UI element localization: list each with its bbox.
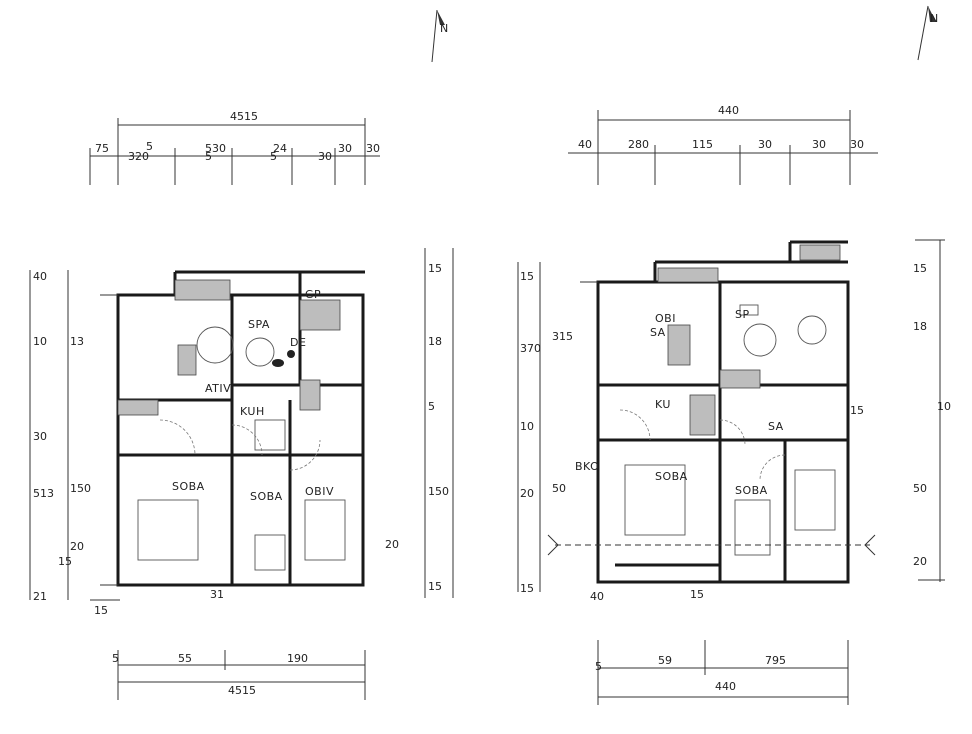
svg-text:15: 15 [428, 262, 442, 275]
right-top-overall: 440 [718, 104, 739, 117]
svg-text:30: 30 [366, 142, 380, 155]
svg-text:5: 5 [112, 652, 119, 665]
svg-text:50: 50 [552, 482, 566, 495]
svg-text:20: 20 [520, 487, 534, 500]
north-arrow-right: N [917, 5, 938, 61]
svg-text:15: 15 [428, 580, 442, 593]
svg-text:10: 10 [33, 335, 47, 348]
room-label: SP [735, 308, 750, 321]
left-top-dimensions: 4515 75 320 5 530 5 24 5 30 30 30 [89, 110, 380, 185]
svg-text:10: 10 [937, 400, 951, 413]
left-right-dimensions: 15 18 5 150 20 15 [385, 248, 454, 598]
svg-text:15: 15 [520, 582, 534, 595]
room-label: OBIV [305, 485, 334, 498]
right-plan-room-labels: OBI SA SP KU SOBA SA SOBA BKO [575, 308, 784, 497]
svg-text:30: 30 [850, 138, 864, 151]
left-top-overall: 4515 [230, 110, 258, 123]
svg-text:20: 20 [385, 538, 399, 551]
svg-text:15: 15 [913, 262, 927, 275]
svg-text:21: 21 [33, 590, 47, 603]
north-label-left: N [440, 22, 448, 35]
room-label: DE [290, 336, 306, 349]
svg-text:15: 15 [690, 588, 704, 601]
svg-text:190: 190 [287, 652, 308, 665]
svg-text:24: 24 [273, 142, 287, 155]
room-label: SA [650, 326, 666, 339]
left-bottom-dimensions: 15 5 55 190 31 4515 [90, 588, 366, 700]
right-right-dimensions: 15 18 15 10 50 20 [850, 239, 951, 582]
room-label: SOBA [250, 490, 283, 503]
room-label: KUH [240, 405, 265, 418]
svg-text:795: 795 [765, 654, 786, 667]
room-label: ATIV [205, 382, 231, 395]
svg-text:59: 59 [658, 654, 672, 667]
svg-text:315: 315 [552, 330, 573, 343]
left-plan-room-labels: GP SPA DE KUH SOBA SOBA OBIV ATIV [172, 288, 334, 503]
left-plan: 4515 75 320 5 530 5 24 5 30 30 30 40 10 … [29, 110, 454, 700]
svg-text:115: 115 [692, 138, 713, 151]
north-arrow-left: N [431, 9, 448, 63]
north-label-right: N [930, 12, 938, 25]
svg-text:150: 150 [70, 482, 91, 495]
left-plan-fixtures [137, 326, 346, 571]
room-label: KU [655, 398, 671, 411]
svg-text:10: 10 [520, 420, 534, 433]
svg-text:30: 30 [812, 138, 826, 151]
room-label: SA [768, 420, 784, 433]
svg-text:5: 5 [270, 150, 277, 163]
room-label: SOBA [172, 480, 205, 493]
svg-text:280: 280 [628, 138, 649, 151]
room-label: BKO [575, 460, 599, 473]
svg-text:55: 55 [178, 652, 192, 665]
room-label: SOBA [735, 484, 768, 497]
svg-text:15: 15 [58, 555, 72, 568]
svg-text:18: 18 [428, 335, 442, 348]
svg-text:30: 30 [318, 150, 332, 163]
left-side-dimensions: 40 10 13 30 513 150 20 15 21 [29, 270, 91, 603]
svg-text:150: 150 [428, 485, 449, 498]
svg-text:513: 513 [33, 487, 54, 500]
svg-text:15: 15 [520, 270, 534, 283]
svg-text:75: 75 [95, 142, 109, 155]
left-plan-walls [100, 270, 365, 587]
room-label: SOBA [655, 470, 688, 483]
right-bottom-overall: 440 [715, 680, 736, 693]
svg-text:50: 50 [913, 482, 927, 495]
left-plan-hatching [117, 279, 341, 416]
section-markers [547, 534, 876, 556]
svg-text:20: 20 [913, 555, 927, 568]
svg-text:530: 530 [205, 142, 226, 155]
room-label: OBI [655, 312, 676, 325]
svg-text:15: 15 [850, 404, 864, 417]
svg-text:5: 5 [146, 140, 153, 153]
right-plan: 440 40 280 115 30 30 30 15 370 315 10 50… [517, 104, 951, 705]
svg-text:13: 13 [70, 335, 84, 348]
svg-text:18: 18 [913, 320, 927, 333]
svg-text:40: 40 [590, 590, 604, 603]
svg-text:40: 40 [578, 138, 592, 151]
right-bottom-dimensions: 40 59 795 15 5 440 [590, 588, 849, 705]
svg-text:15: 15 [94, 604, 108, 617]
room-label: GP [305, 288, 321, 301]
svg-text:5: 5 [205, 150, 212, 163]
right-plan-hatching [657, 244, 841, 436]
right-left-dimensions: 15 370 315 10 50 20 15 [517, 262, 573, 595]
svg-text:370: 370 [520, 342, 541, 355]
right-plan-fixtures [619, 304, 836, 556]
left-bottom-overall: 4515 [228, 684, 256, 697]
svg-text:30: 30 [33, 430, 47, 443]
room-label: SPA [248, 318, 270, 331]
svg-text:5: 5 [428, 400, 435, 413]
svg-text:31: 31 [210, 588, 224, 601]
svg-text:5: 5 [595, 660, 602, 673]
svg-text:320: 320 [128, 150, 149, 163]
svg-text:30: 30 [338, 142, 352, 155]
svg-text:30: 30 [758, 138, 772, 151]
right-top-dimensions: 440 40 280 115 30 30 30 [568, 104, 878, 185]
svg-text:40: 40 [33, 270, 47, 283]
svg-text:20: 20 [70, 540, 84, 553]
